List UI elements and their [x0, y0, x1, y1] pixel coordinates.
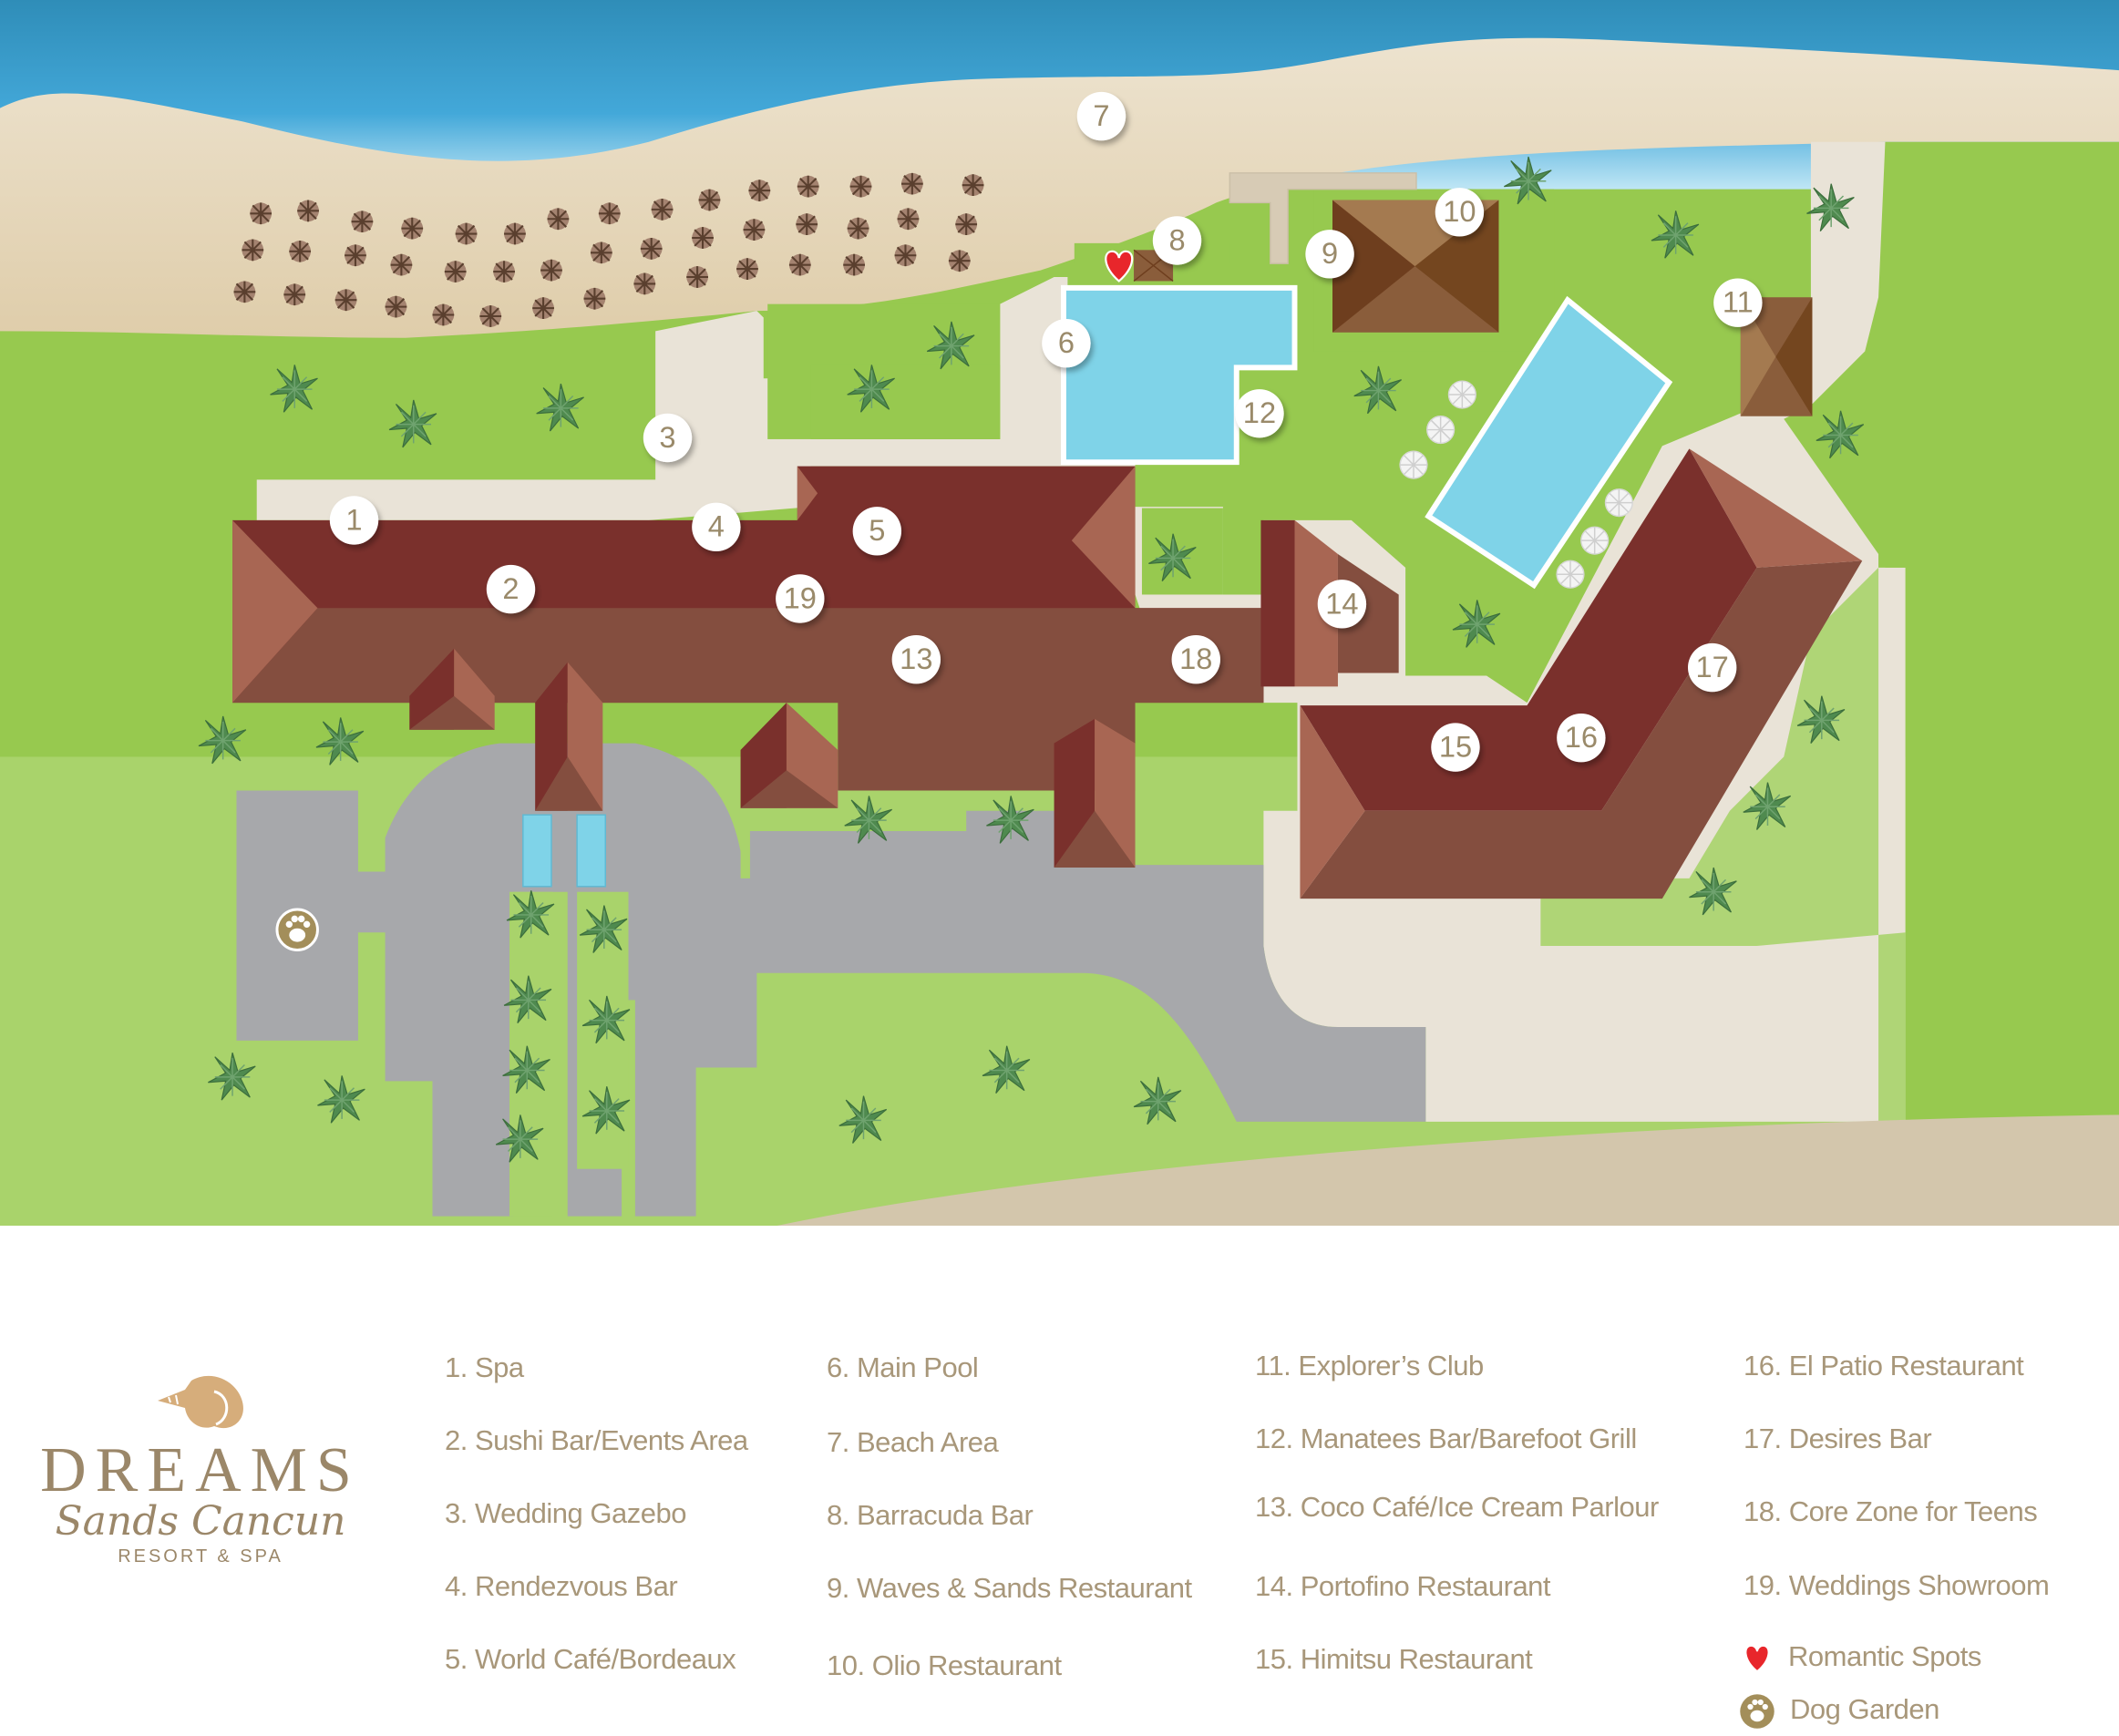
map-marker-15[interactable]: 15 [1431, 723, 1480, 772]
legend-item: 9. Waves & Sands Restaurant [827, 1572, 1192, 1604]
map-marker-8[interactable]: 8 [1152, 216, 1202, 265]
svg-text:10: 10 [1443, 194, 1476, 228]
svg-text:3: 3 [659, 420, 675, 454]
brand-tagline: RESORT & SPA [118, 1546, 283, 1567]
shell-icon [158, 1375, 243, 1429]
svg-text:6: 6 [1058, 325, 1075, 359]
svg-text:7: 7 [1093, 98, 1109, 132]
legend-item: 11. Explorer’s Club [1255, 1350, 1484, 1382]
svg-text:4: 4 [708, 509, 725, 543]
legend-item: 8. Barracuda Bar [827, 1499, 1034, 1531]
legend-item: 15. Himitsu Restaurant [1255, 1643, 1533, 1675]
legend-item: 12. Manatees Bar/Barefoot Grill [1255, 1423, 1637, 1454]
legend-label: Dog Garden [1790, 1693, 1939, 1726]
map-legend: 1. Spa 2. Sushi Bar/Events Area 3. Weddi… [0, 1330, 2119, 1736]
svg-text:5: 5 [869, 513, 885, 547]
legend-item: 7. Beach Area [827, 1426, 999, 1458]
map-marker-1[interactable]: 1 [329, 496, 379, 545]
svg-text:13: 13 [900, 642, 932, 675]
svg-text:1: 1 [345, 502, 362, 536]
map-marker-18[interactable]: 18 [1171, 634, 1220, 684]
brand-subtitle: Sands Cancun [55, 1498, 346, 1545]
legend-item: 13. Coco Café/Ice Cream Parlour [1255, 1491, 1659, 1523]
brand-logo: DREAMS Sands Cancun RESORT & SPA [14, 1371, 387, 1590]
activity-pool [1425, 295, 1673, 590]
map-marker-5[interactable]: 5 [852, 507, 902, 556]
svg-text:11: 11 [1723, 285, 1754, 319]
legend-item: 16. El Patio Restaurant [1744, 1350, 2024, 1382]
svg-text:18: 18 [1179, 642, 1212, 675]
svg-text:19: 19 [784, 580, 817, 614]
legend-item: 1. Spa [445, 1351, 524, 1383]
legend-item: 18. Core Zone for Teens [1744, 1495, 2038, 1527]
svg-text:17: 17 [1696, 650, 1729, 683]
map-marker-16[interactable]: 16 [1557, 713, 1606, 763]
paw-icon [1740, 1694, 1774, 1729]
legend-item: 19. Weddings Showroom [1744, 1569, 2050, 1601]
map-marker-11[interactable]: 11 [1713, 278, 1763, 327]
svg-text:15: 15 [1439, 729, 1472, 763]
map-marker-7[interactable]: 7 [1076, 91, 1126, 141]
map-marker-13[interactable]: 13 [891, 634, 941, 684]
legend-item: 3. Wedding Gazebo [445, 1497, 686, 1529]
map-marker-19[interactable]: 19 [776, 574, 825, 623]
main-pool [1060, 284, 1298, 466]
svg-text:8: 8 [1168, 222, 1185, 256]
svg-text:16: 16 [1565, 720, 1598, 754]
legend-dog-garden: Dog Garden [1739, 1693, 1939, 1730]
map-marker-9[interactable]: 9 [1305, 230, 1354, 279]
svg-text:12: 12 [1243, 395, 1276, 429]
svg-text:9: 9 [1322, 236, 1338, 270]
map-marker-6[interactable]: 6 [1042, 318, 1091, 368]
map-marker-14[interactable]: 14 [1317, 580, 1367, 629]
legend-item: 10. Olio Restaurant [827, 1649, 1062, 1681]
heart-icon[interactable] [1105, 250, 1134, 282]
legend-romantic-spots: Romantic Spots [1741, 1640, 1981, 1676]
legend-item: 5. World Café/Bordeaux [445, 1643, 736, 1675]
map-marker-17[interactable]: 17 [1687, 642, 1737, 693]
paw-icon[interactable] [275, 908, 319, 951]
map-marker-4[interactable]: 4 [692, 502, 741, 552]
brand-name: DREAMS [40, 1435, 361, 1505]
legend-label: Romantic Spots [1788, 1640, 1981, 1672]
svg-text:14: 14 [1325, 586, 1358, 620]
map-marker-2[interactable]: 2 [486, 564, 536, 614]
map-marker-3[interactable]: 3 [643, 413, 693, 463]
heart-icon [1744, 1644, 1770, 1673]
legend-item: 2. Sushi Bar/Events Area [445, 1424, 748, 1456]
map-marker-12[interactable]: 12 [1235, 389, 1284, 438]
svg-text:2: 2 [502, 571, 519, 605]
beach-area [0, 37, 2119, 338]
legend-item: 14. Portofino Restaurant [1255, 1570, 1551, 1602]
legend-item: 4. Rendezvous Bar [445, 1570, 678, 1602]
bottom-sand [777, 1115, 2119, 1226]
legend-item: 17. Desires Bar [1744, 1423, 1932, 1454]
map-marker-10[interactable]: 10 [1435, 188, 1485, 237]
legend-item: 6. Main Pool [827, 1351, 979, 1383]
